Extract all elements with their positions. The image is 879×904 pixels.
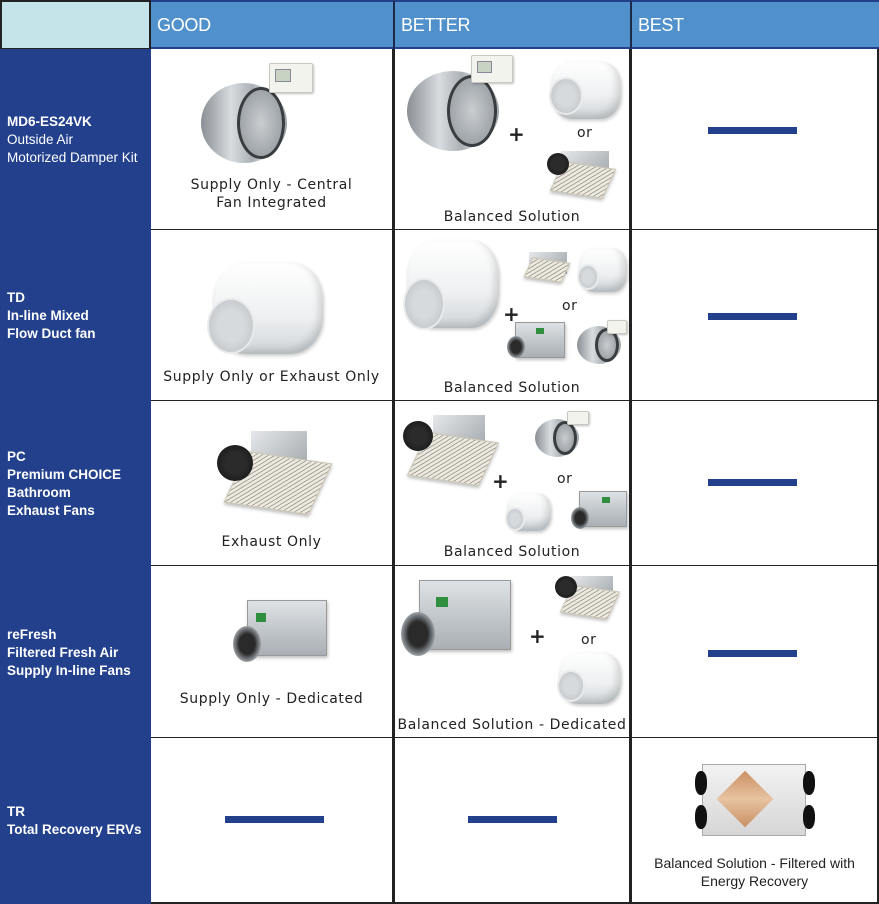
product-name-line: Filtered Fresh Air [7, 644, 119, 660]
motorized-damper-image [535, 419, 579, 457]
product-name-line: Flow Duct fan [7, 326, 96, 341]
column-header-best: BEST [630, 0, 879, 50]
not-applicable-dash [708, 313, 797, 320]
duct-fan-image-small [577, 248, 627, 292]
motorized-damper-image [201, 83, 287, 163]
product-name-line: Supply In-line Fans [7, 662, 131, 678]
motorized-damper-image [407, 71, 499, 151]
product-code: PC [7, 449, 26, 464]
row-label-pc: PC Premium CHOICE Bathroom Exhaust Fans [0, 401, 151, 567]
bath-fan-duct [403, 421, 433, 451]
not-applicable-dash [708, 127, 797, 134]
cell-td-best [630, 230, 879, 402]
or-text: or [557, 471, 573, 487]
cell-pc-good: Exhaust Only [151, 401, 394, 567]
cell-md6-good: Supply Only - Central Fan Integrated [151, 49, 394, 231]
duct-fan-image [403, 240, 499, 330]
bath-fan-duct [547, 153, 569, 175]
product-name-line: Outside Air [7, 132, 74, 147]
plus-icon: + [508, 122, 525, 146]
bath-fan-duct [217, 445, 253, 481]
refresh-collar [401, 612, 435, 656]
product-name-line: Bathroom [7, 485, 71, 500]
row-label-td: TD In-line Mixed Flow Duct fan [0, 230, 151, 402]
column-header-good: GOOD [151, 0, 394, 50]
plus-icon: + [529, 624, 546, 648]
cell-caption: Balanced Solution [443, 209, 581, 225]
row-label-refresh: reFresh Filtered Fresh Air Supply In-lin… [0, 566, 151, 739]
cell-caption: Balanced Solution - Dedicated [397, 717, 627, 733]
duct-fan-image [207, 262, 323, 354]
row-label-md6: MD6-ES24VK Outside Air Motorized Damper … [0, 49, 151, 231]
product-name-line: In-line Mixed [7, 308, 89, 323]
cell-caption: Supply Only - Central Fan Integrated [190, 177, 353, 211]
not-applicable-dash [708, 650, 797, 657]
cell-md6-best [630, 49, 879, 231]
cell-pc-best [630, 401, 879, 567]
not-applicable-dash [468, 816, 557, 823]
cell-pc-better: + or Balanced Solution [393, 401, 631, 567]
product-name-line: Exhaust Fans [7, 503, 95, 518]
cell-caption: Exhaust Only [221, 534, 322, 550]
cell-md6-better: + or Balanced Solution [393, 49, 631, 231]
corner-cell [0, 0, 151, 50]
duct-fan-image [557, 652, 621, 704]
erv-unit-image [695, 764, 815, 836]
bath-fan-grille [523, 257, 571, 283]
not-applicable-dash [225, 816, 324, 823]
cell-td-better: + or Balanced Solution [393, 230, 631, 402]
cell-caption: Balanced Solution [443, 380, 581, 396]
duct-fan-image [549, 61, 621, 119]
plus-icon: + [503, 302, 520, 326]
cell-caption: Supply Only - Dedicated [179, 691, 364, 707]
controller-image [567, 411, 589, 425]
or-text: or [562, 298, 578, 314]
cell-refresh-better: + or Balanced Solution - Dedicated [393, 566, 631, 739]
controller-image [269, 63, 313, 93]
refresh-collar [571, 507, 589, 529]
controller-image [471, 55, 513, 83]
refresh-collar [233, 626, 261, 662]
product-code: reFresh [7, 626, 57, 642]
cell-refresh-best [630, 566, 879, 739]
cell-tr-best: Balanced Solution - Filtered with Energy… [630, 738, 879, 904]
cell-tr-better [393, 738, 631, 904]
refresh-collar [507, 336, 525, 358]
product-name-line: Total Recovery ERVs [7, 822, 142, 837]
or-text: or [581, 632, 597, 648]
product-name-line: Premium CHOICE [7, 467, 122, 482]
cell-td-good: Supply Only or Exhaust Only [151, 230, 394, 402]
plus-icon: + [492, 469, 509, 493]
product-name-line: Motorized Damper Kit [7, 150, 138, 165]
cell-refresh-good: Supply Only - Dedicated [151, 566, 394, 739]
bath-fan-duct [555, 576, 577, 598]
column-header-better: BETTER [393, 0, 631, 50]
cell-tr-good [151, 738, 394, 904]
not-applicable-dash [708, 479, 797, 486]
product-code: TD [7, 290, 25, 305]
product-code: TR [7, 804, 25, 819]
or-text: or [577, 125, 593, 141]
row-label-tr: TR Total Recovery ERVs [0, 738, 151, 904]
duct-fan-image-small [505, 493, 551, 531]
cell-caption: Balanced Solution [443, 544, 581, 560]
cell-caption: Supply Only or Exhaust Only [163, 369, 380, 385]
cell-caption: Balanced Solution - Filtered with Energy… [654, 855, 855, 889]
product-code: MD6-ES24VK [7, 114, 92, 129]
controller-image [607, 320, 627, 334]
